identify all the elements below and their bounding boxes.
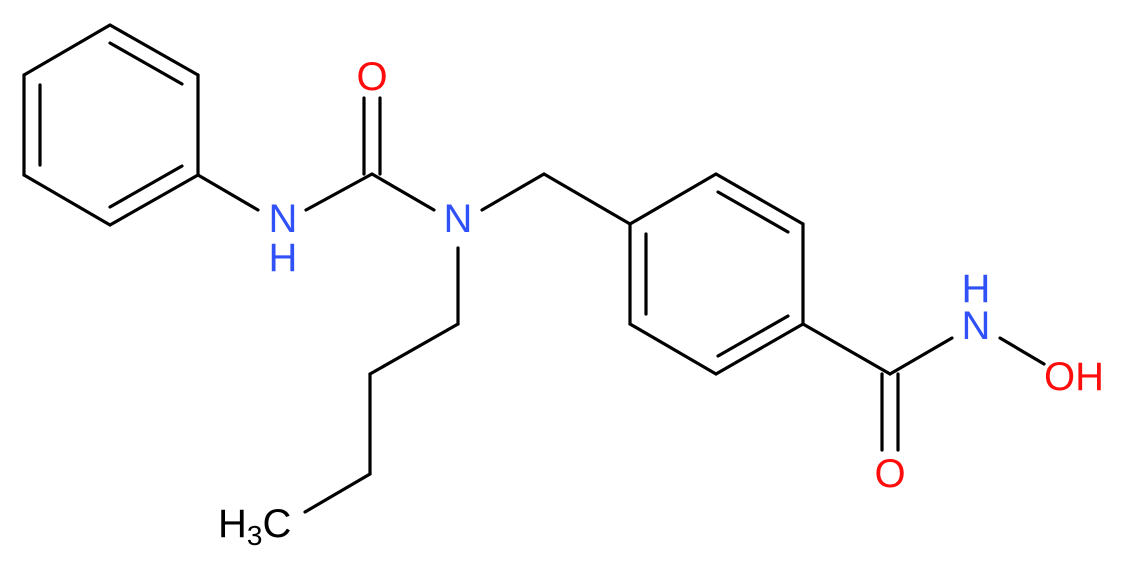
bond (108, 23, 200, 77)
hydroxamic-nh-nitrogen-label: N (962, 304, 991, 348)
bond (22, 173, 112, 227)
atom-labels: O N H N H3C H N OH O (218, 55, 1104, 551)
bond (716, 190, 790, 234)
hydroxyl-label: OH (1044, 355, 1104, 399)
bond (480, 172, 546, 212)
bond (108, 173, 200, 227)
bond (108, 41, 184, 86)
urea-linkage (196, 96, 436, 212)
methyl-subscript: 3 (247, 520, 263, 551)
methyl-carbon-label: C (262, 502, 291, 546)
bond (888, 336, 954, 376)
amide-oxygen-label: O (874, 452, 905, 496)
bond (108, 164, 184, 209)
benzene-ring (628, 172, 805, 376)
bond (368, 322, 460, 376)
bond (801, 322, 892, 376)
bond (22, 23, 112, 77)
bond (716, 314, 790, 358)
bond (714, 322, 805, 376)
hydroxamic-acid-group (801, 322, 1046, 452)
bond (304, 172, 374, 212)
urea-nh-hydrogen-label: H (269, 236, 298, 280)
phenyl-ring (22, 23, 200, 227)
bond (196, 173, 260, 212)
bond (628, 172, 718, 226)
urea-nh-nitrogen-label: N (269, 197, 298, 241)
bond (628, 322, 718, 376)
bond (714, 172, 805, 226)
bond (542, 172, 632, 226)
methyl-label: H3C (218, 502, 291, 551)
urea-oxygen-label: O (356, 55, 387, 99)
tertiary-nitrogen-label: N (444, 197, 473, 241)
methyl-hydrogen-label: H (218, 502, 247, 546)
bond (303, 472, 372, 514)
bond (370, 172, 436, 212)
bond (998, 336, 1046, 366)
hydroxamic-nh-hydrogen-label: H (962, 267, 991, 311)
butyl-chain (303, 246, 460, 514)
benzyl-linker (480, 172, 632, 226)
